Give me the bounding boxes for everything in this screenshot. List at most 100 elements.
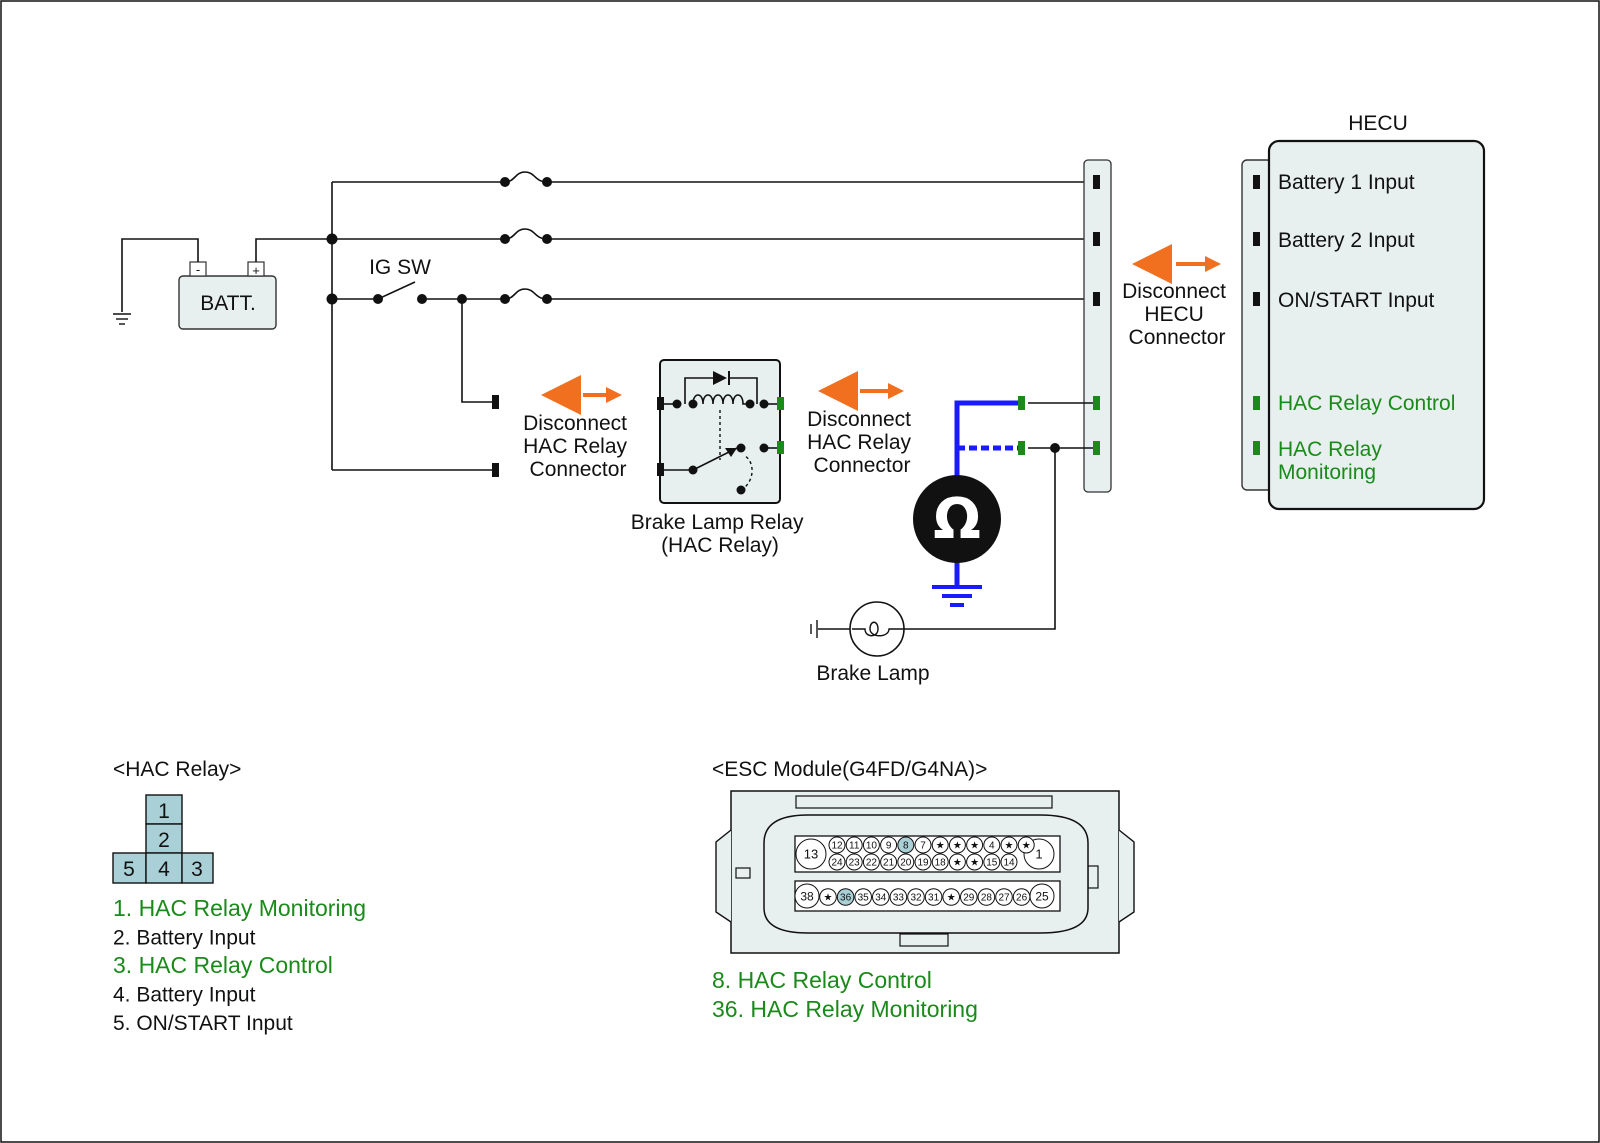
esc-pin-label: 26 bbox=[1016, 893, 1028, 904]
hac-cell-4: 4 bbox=[158, 858, 170, 881]
esc-pin-label: 7 bbox=[920, 841, 926, 852]
esc-pin-label: 24 bbox=[831, 858, 843, 869]
hecu-connector-shell bbox=[1241, 159, 1273, 491]
esc-pin bbox=[1000, 836, 1018, 854]
hac-legend-item: 4. Battery Input bbox=[113, 984, 256, 1007]
fuse-node bbox=[500, 177, 510, 187]
hac-relay-title: <HAC Relay> bbox=[113, 758, 241, 781]
esc-pin bbox=[1012, 888, 1031, 906]
esc-pin bbox=[872, 888, 890, 906]
esc-pin bbox=[897, 853, 915, 871]
fuse-node bbox=[500, 234, 510, 244]
connector-pin bbox=[1018, 396, 1025, 410]
esc-pin-label: 21 bbox=[883, 858, 895, 869]
esc-pin bbox=[862, 836, 880, 854]
esc-pin bbox=[931, 853, 949, 871]
ig-sw-label: IG SW bbox=[369, 256, 431, 279]
esc-pin-label: 19 bbox=[917, 858, 929, 869]
esc-pin-label: 4 bbox=[989, 841, 995, 852]
esc-pin-label: 29 bbox=[963, 893, 975, 904]
hecu-pin-battery1: Battery 1 Input bbox=[1278, 171, 1415, 194]
esc-pin-label: 38 bbox=[800, 889, 814, 903]
esc-pin-label: 18 bbox=[935, 858, 947, 869]
esc-pin bbox=[819, 888, 837, 906]
ohmmeter: Ω bbox=[913, 400, 1018, 607]
hac-cell-1: 1 bbox=[158, 800, 170, 823]
esc-connector bbox=[715, 790, 1135, 954]
hac-legend-item: 5. ON/START Input bbox=[113, 1012, 293, 1035]
brake-lamp bbox=[810, 601, 905, 657]
hecu-harness-connector bbox=[1083, 159, 1112, 493]
esc-pin bbox=[966, 836, 984, 854]
esc-pin-label: 33 bbox=[893, 893, 905, 904]
esc-pin bbox=[983, 853, 1001, 871]
esc-pin bbox=[1017, 836, 1035, 854]
hecu-pin-onstart: ON/START Input bbox=[1278, 289, 1435, 312]
fuse-node bbox=[500, 294, 510, 304]
esc-pin bbox=[828, 836, 846, 854]
hecu-pin-hac-control: HAC Relay Control bbox=[1278, 392, 1455, 415]
disconnect-arrow-left bbox=[541, 375, 622, 415]
batt-minus-label: - bbox=[196, 262, 200, 277]
hac-relay-pinout bbox=[112, 794, 214, 884]
esc-pin bbox=[948, 853, 966, 871]
esc-pin-label: ★ bbox=[1005, 841, 1014, 852]
esc-pin bbox=[907, 888, 925, 906]
esc-pin-label: 13 bbox=[804, 847, 818, 862]
hecu-pin bbox=[1253, 441, 1260, 455]
connector-pin bbox=[492, 463, 499, 477]
esc-pin bbox=[836, 888, 855, 906]
esc-pin bbox=[828, 853, 846, 871]
fuse-node bbox=[542, 294, 552, 304]
connector-pin bbox=[492, 395, 499, 409]
esc-pin-label: ★ bbox=[947, 893, 956, 904]
hac-cell-3: 3 bbox=[191, 858, 203, 881]
esc-pin bbox=[924, 888, 943, 906]
esc-pin bbox=[889, 888, 908, 906]
switch-node bbox=[417, 294, 427, 304]
hecu-pin bbox=[1253, 396, 1260, 410]
switch-node bbox=[373, 294, 383, 304]
esc-pin-label: 15 bbox=[986, 858, 998, 869]
hac-cell-5: 5 bbox=[123, 858, 135, 881]
esc-pin bbox=[942, 888, 961, 906]
esc-pin-label: ★ bbox=[953, 841, 962, 852]
disconnect-relay-right-label: Disconnect HAC Relay Connector bbox=[807, 408, 917, 477]
esc-pin-label: 25 bbox=[1035, 889, 1049, 903]
relay-pin5-wire bbox=[461, 299, 494, 403]
disconnect-arrow-middle bbox=[818, 371, 904, 411]
battery: - + BATT. bbox=[178, 261, 277, 330]
hac-legend-item: 1. HAC Relay Monitoring bbox=[113, 895, 366, 921]
hecu-pin-battery2: Battery 2 Input bbox=[1278, 229, 1415, 252]
batt-plus-label: + bbox=[252, 263, 260, 278]
brake-lamp-label: Brake Lamp bbox=[816, 662, 929, 685]
esc-legend-item: 8. HAC Relay Control bbox=[712, 967, 932, 993]
hecu-pin bbox=[1253, 175, 1260, 189]
esc-pin bbox=[931, 836, 949, 854]
connector-pin bbox=[1093, 292, 1100, 306]
ohm-symbol: Ω bbox=[933, 487, 981, 552]
esc-pin-label: 9 bbox=[886, 841, 892, 852]
connector-pin bbox=[1093, 175, 1100, 189]
fuse-node bbox=[542, 234, 552, 244]
ig-switch-blade bbox=[377, 281, 416, 300]
connector-pin bbox=[1093, 396, 1100, 410]
connector-pin bbox=[1018, 441, 1025, 455]
esc-pin-label: 12 bbox=[831, 841, 843, 852]
brake-lamp-relay bbox=[657, 359, 784, 504]
esc-pin-label: 10 bbox=[866, 841, 878, 852]
batt-label: BATT. bbox=[200, 292, 256, 315]
esc-pin-label: 22 bbox=[866, 858, 878, 869]
esc-pin-label: 20 bbox=[900, 858, 912, 869]
disconnect-arrow-hecu bbox=[1132, 244, 1221, 284]
hac-legend-item: 3. HAC Relay Control bbox=[113, 952, 333, 978]
esc-pin bbox=[960, 888, 978, 906]
hecu-title: HECU bbox=[1348, 112, 1408, 135]
onstart-wire bbox=[422, 288, 1093, 300]
esc-pin bbox=[914, 853, 932, 871]
